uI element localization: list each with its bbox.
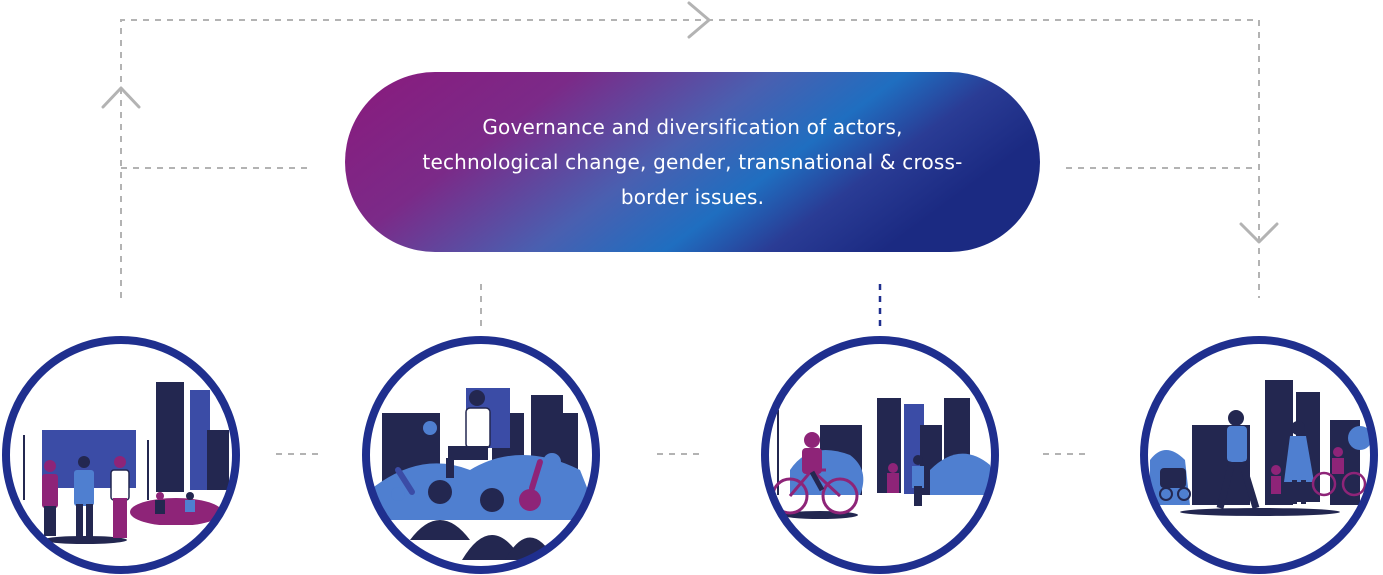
- down-arrow-icon: [1239, 222, 1279, 244]
- central-theme-pill: [345, 72, 1040, 252]
- up-arrow-icon: [101, 86, 141, 109]
- illustration-cyclist: [761, 336, 999, 574]
- illustration-crowd: [362, 336, 600, 574]
- illustration-playground: [2, 336, 240, 574]
- circle-3-border: [761, 336, 999, 574]
- circle-4-border: [1140, 336, 1378, 574]
- connector-lines: [120, 19, 1260, 455]
- illustration-family-walking: [1140, 336, 1378, 574]
- circle-1-border: [2, 336, 240, 574]
- right-arrow-icon: [687, 1, 711, 39]
- circle-2-border: [362, 336, 600, 574]
